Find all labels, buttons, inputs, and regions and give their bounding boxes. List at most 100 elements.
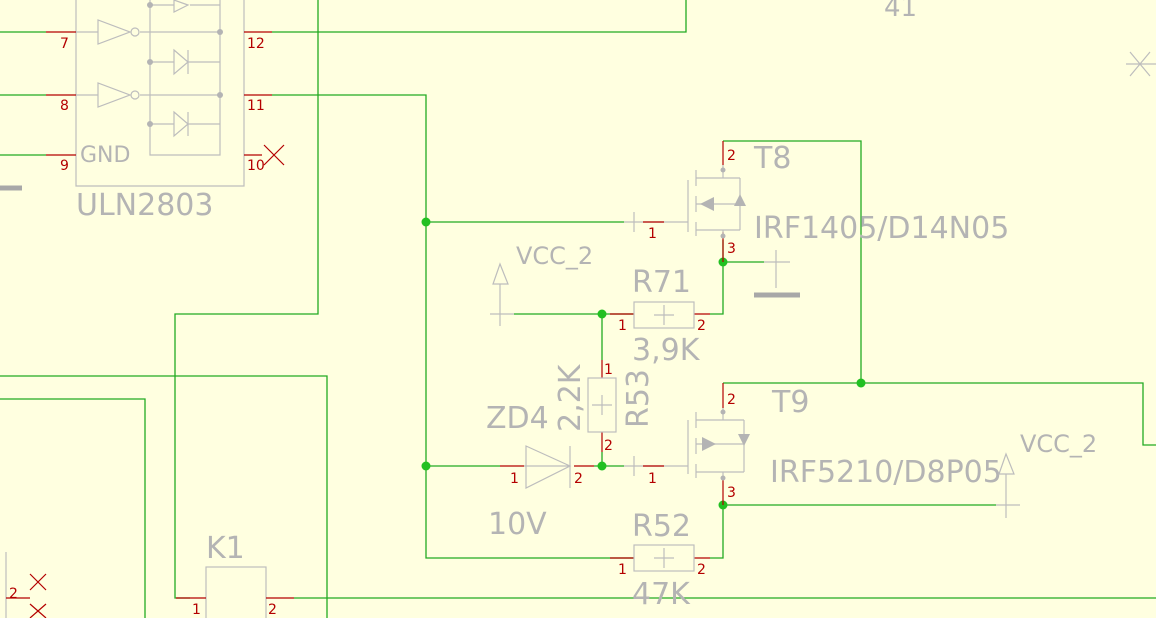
t8-part-label: IRF1405/D14N05: [754, 211, 1009, 246]
junction-dot: [421, 461, 431, 471]
uln-pin-7: 7: [60, 36, 69, 52]
t9-node: [720, 475, 726, 481]
uln-internal-node: [217, 92, 223, 98]
t8-mosfet[interactable]: 1 2 3 T8 IRF1405/D14N05: [624, 141, 1009, 262]
t9-pin-1: 1: [648, 471, 657, 487]
no-connect-cross-icon: [263, 144, 285, 166]
zd4-ref-label: ZD4: [486, 401, 549, 436]
vcc-top-label: VCC_2: [516, 242, 593, 270]
zd4-body-icon: [524, 445, 572, 489]
left-part-pin-2: 2: [9, 586, 18, 602]
uln2803-name-label: ULN2803: [76, 188, 213, 223]
vcc-symbol-top[interactable]: VCC_2: [490, 242, 593, 326]
wire-left-box-1[interactable]: [0, 375, 328, 618]
r53-resistor[interactable]: 1 2 2,2K R53: [553, 360, 656, 454]
left-part-pin-stub: [6, 573, 47, 618]
inverter-gate-icon: [76, 19, 220, 45]
t8-node: [720, 233, 726, 239]
k1-pin-2: 2: [268, 602, 277, 618]
r52-pin-2: 2: [697, 562, 706, 578]
t9-pin-2: 2: [727, 392, 736, 408]
t8-pin-1: 1: [648, 226, 657, 242]
uln-internal-node: [217, 29, 223, 35]
uln-pin-12: 12: [247, 36, 265, 52]
r53-pin-2: 2: [604, 438, 613, 454]
t9-mosfet[interactable]: 1 2 3 T9 IRF5210/D8P05: [624, 383, 1002, 505]
t8-pin-2: 2: [727, 148, 736, 164]
inverter-bubble-icon: [130, 90, 140, 100]
gnd-stem: [764, 250, 790, 288]
uln2803-body-outline: [75, 0, 245, 187]
t9-body-outline: [687, 408, 745, 478]
r52-pin-1: 1: [618, 562, 627, 578]
uln-gnd-label: GND: [80, 143, 130, 168]
t8-arrow-icon: [700, 197, 714, 211]
uln-pin-8: 8: [60, 98, 69, 114]
r71-ref-label: R71: [632, 265, 691, 300]
k1-ref-label: K1: [206, 531, 245, 566]
clamp-diode-icon: [149, 0, 221, 156]
wire-t8-drain-net[interactable]: [723, 140, 1156, 446]
t9-pin-stub: [643, 383, 724, 505]
t8-pin-3: 3: [727, 241, 736, 257]
r52-body: [633, 544, 695, 572]
vcc-arrow-icon: [490, 262, 514, 326]
zd4-value-label: 10V: [488, 507, 547, 542]
zd4-zener-diode[interactable]: 1 2 ZD4 10V: [486, 401, 594, 542]
uln-pin-9: 9: [60, 158, 69, 174]
ground-symbol[interactable]: [754, 250, 800, 298]
uln-pin-10: 10: [247, 158, 265, 174]
k1-pin-1: 1: [192, 602, 201, 618]
wire-net-11[interactable]: [272, 94, 634, 559]
vcc-right-label: VCC_2: [1020, 430, 1097, 458]
t9-arrow-icon: [702, 437, 716, 451]
r71-body: [633, 301, 695, 329]
inverter-gate-icon: [76, 82, 220, 108]
r52-center-cross: [654, 548, 674, 568]
zd4-pin-1: 1: [510, 471, 519, 487]
r53-value-label: 2,2K: [553, 363, 588, 432]
k1-relay[interactable]: 1 2 K1: [176, 531, 294, 618]
net-label-partial: 41: [884, 0, 917, 23]
r53-center-cross: [592, 395, 612, 415]
uln-pin-11: 11: [247, 98, 265, 114]
uln2803-chip[interactable]: 7 8 9 12 11 10 GND ULN2803: [46, 0, 285, 223]
wire-net-12[interactable]: [0, 0, 687, 33]
r52-ref-label: R52: [632, 509, 691, 544]
left-partial-part[interactable]: 2: [5, 552, 47, 618]
r71-pin-2: 2: [697, 318, 706, 334]
r71-value-label: 3,9K: [632, 333, 701, 368]
t8-ref-label: T8: [753, 141, 791, 176]
t8-node: [720, 167, 726, 173]
vcc-symbol-right[interactable]: VCC_2: [996, 430, 1097, 518]
cross-marker-icon: [1126, 51, 1156, 77]
zd4-pin-2: 2: [574, 471, 583, 487]
wire-t9-drain[interactable]: [710, 505, 724, 559]
r52-value-label: 47K: [632, 577, 691, 612]
r71-resistor[interactable]: 1 2 R71 3,9K: [610, 265, 710, 368]
wire-uln-vertical[interactable]: [174, 0, 319, 599]
wire-r71-t8-source[interactable]: [710, 240, 724, 315]
t8-diode-icon: [734, 194, 746, 206]
wire-left-box-2[interactable]: [0, 398, 146, 618]
junction-dot: [421, 217, 431, 227]
t9-node: [720, 409, 726, 415]
r52-resistor[interactable]: 1 2 R52 47K: [610, 509, 710, 612]
uln-internal-node: [147, 121, 153, 127]
t9-diode-icon: [738, 434, 750, 446]
junction-dot: [597, 309, 607, 319]
uln-internal-node: [147, 59, 153, 65]
uln-pin-stub: [46, 31, 272, 156]
r71-center-cross: [654, 305, 674, 325]
uln-internal-node: [147, 2, 153, 8]
r53-body: [587, 377, 617, 433]
k1-body: [205, 566, 267, 618]
vcc-arrow-icon: [996, 452, 1020, 518]
junction-dot: [597, 461, 607, 471]
junctions: [421, 217, 866, 510]
t9-pin-3: 3: [727, 485, 736, 501]
inverter-bubble-icon: [130, 27, 140, 37]
r71-pin-1: 1: [618, 318, 627, 334]
